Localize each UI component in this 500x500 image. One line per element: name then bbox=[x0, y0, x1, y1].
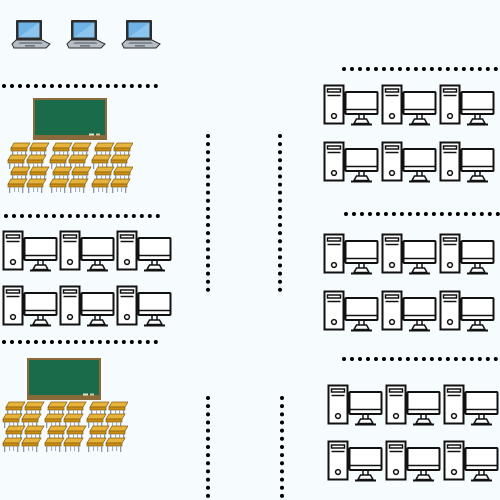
school-desk-icon bbox=[2, 437, 23, 453]
separator-line bbox=[278, 134, 282, 292]
desktop-computer-icon bbox=[381, 290, 437, 334]
desktop-computer-icon bbox=[443, 384, 499, 428]
desktop-computer-icon bbox=[116, 230, 172, 274]
school-desk-icon bbox=[44, 437, 65, 453]
desktop-computer-icon bbox=[439, 233, 495, 277]
school-desk-group bbox=[7, 142, 133, 194]
separator-line bbox=[2, 84, 158, 88]
laptop-icon bbox=[8, 16, 54, 62]
school-desk-icon bbox=[68, 178, 89, 194]
school-desk-icon bbox=[7, 178, 28, 194]
school-desk-icon bbox=[91, 178, 112, 194]
school-desk-group bbox=[2, 401, 128, 453]
chalkboard-icon bbox=[27, 358, 101, 400]
desktop-computer-icon bbox=[323, 84, 379, 128]
desktop-computer-icon bbox=[327, 384, 383, 428]
desktop-computer-icon bbox=[116, 285, 172, 329]
desktop-computer-icon bbox=[439, 290, 495, 334]
separator-line bbox=[2, 340, 158, 344]
school-desk-icon bbox=[21, 437, 42, 453]
laptop-icon bbox=[63, 16, 109, 62]
separator-line bbox=[342, 357, 498, 361]
desktop-computer-icon bbox=[323, 233, 379, 277]
separator-line bbox=[280, 396, 284, 498]
school-desk-icon bbox=[105, 437, 126, 453]
desktop-computer-icon bbox=[381, 141, 437, 185]
separator-line bbox=[206, 396, 210, 498]
separator-line bbox=[4, 214, 160, 218]
chalkboard-icon bbox=[33, 98, 107, 140]
separator-line bbox=[206, 134, 210, 292]
desktop-computer-icon bbox=[323, 141, 379, 185]
separator-line bbox=[342, 67, 498, 71]
desktop-computer-icon bbox=[381, 84, 437, 128]
desktop-computer-icon bbox=[439, 84, 495, 128]
desktop-computer-icon bbox=[439, 141, 495, 185]
separator-line bbox=[344, 212, 500, 216]
school-desk-icon bbox=[63, 437, 84, 453]
desktop-computer-icon bbox=[385, 440, 441, 484]
desktop-computer-icon bbox=[59, 285, 115, 329]
school-desk-icon bbox=[26, 178, 47, 194]
desktop-computer-icon bbox=[59, 230, 115, 274]
school-desk-icon bbox=[86, 437, 107, 453]
desktop-computer-icon bbox=[381, 233, 437, 277]
school-desk-icon bbox=[110, 178, 131, 194]
desktop-computer-icon bbox=[323, 290, 379, 334]
school-desk-icon bbox=[49, 178, 70, 194]
desktop-computer-icon bbox=[385, 384, 441, 428]
desktop-computer-icon bbox=[2, 230, 58, 274]
laptop-icon bbox=[118, 16, 164, 62]
desktop-computer-icon bbox=[327, 440, 383, 484]
desktop-computer-icon bbox=[2, 285, 58, 329]
desktop-computer-icon bbox=[443, 440, 499, 484]
